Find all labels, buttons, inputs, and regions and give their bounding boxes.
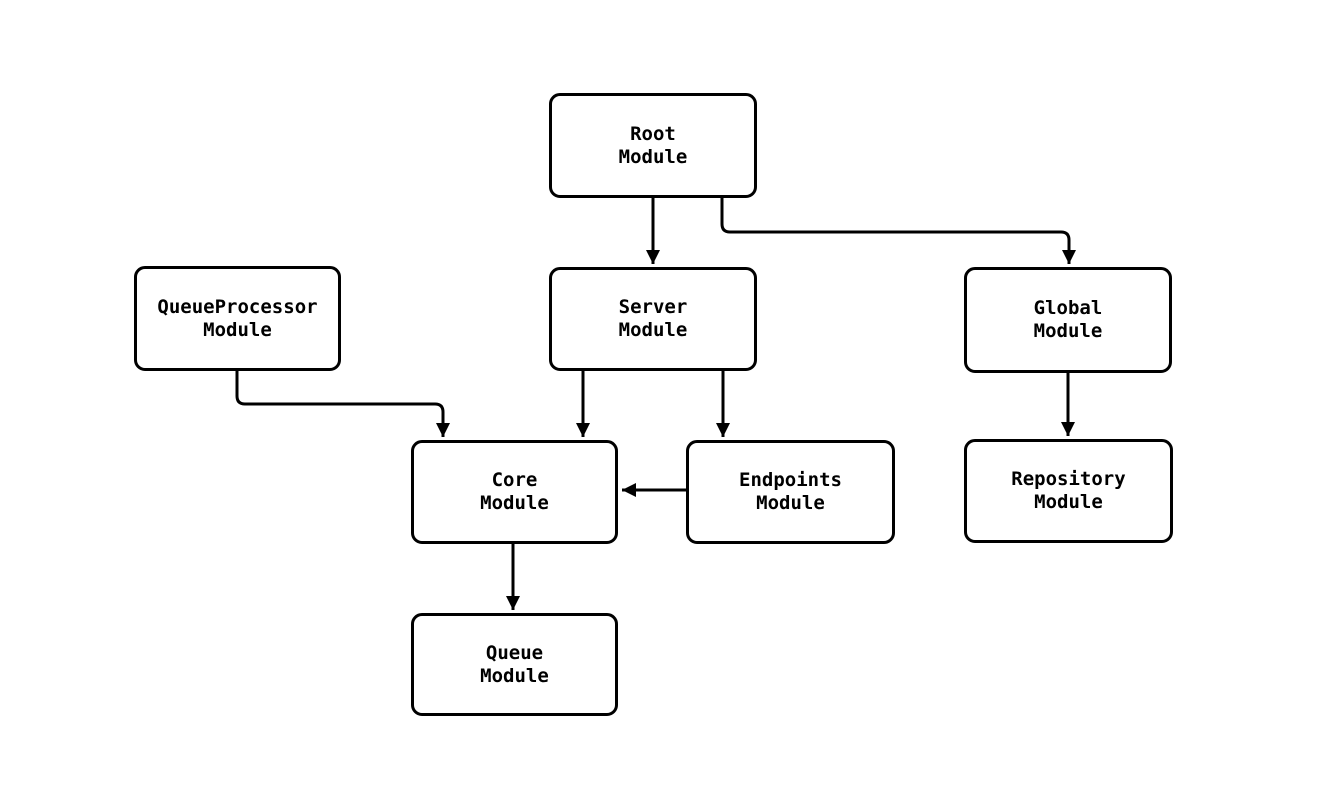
node-label-line: Module (618, 145, 688, 168)
node-label-line: Root (630, 122, 676, 145)
node-label-line: Module (1034, 491, 1103, 513)
node-global-module: Global Module (964, 267, 1172, 373)
node-label-line: Module (618, 319, 688, 341)
node-repository-module: Repository Module (964, 439, 1173, 543)
node-queue-module: Queue Module (411, 613, 618, 716)
node-label-line: Module (480, 492, 549, 514)
edge-root-to-global (720, 198, 1076, 264)
node-label-line: Module (756, 492, 825, 514)
node-root-module: Root Module (549, 93, 757, 198)
node-label-line: Core (491, 469, 538, 491)
node-label-line: Endpoints (739, 469, 842, 491)
node-queueprocessor-module: QueueProcessor Module (134, 266, 341, 371)
node-label-line: Queue (485, 641, 544, 664)
node-endpoints-module: Endpoints Module (686, 440, 895, 544)
node-label-line: Global (1033, 297, 1103, 319)
node-label-line: QueueProcessor (157, 295, 318, 318)
node-core-module: Core Module (411, 440, 618, 544)
node-label-line: Server (618, 296, 688, 318)
node-label-line: Module (1033, 320, 1103, 342)
edge-queueprocessor-to-core (235, 371, 450, 437)
node-label-line: Repository (1011, 468, 1126, 490)
node-label-line: Module (480, 664, 549, 687)
node-label-line: Module (203, 318, 272, 341)
node-server-module: Server Module (549, 267, 757, 371)
